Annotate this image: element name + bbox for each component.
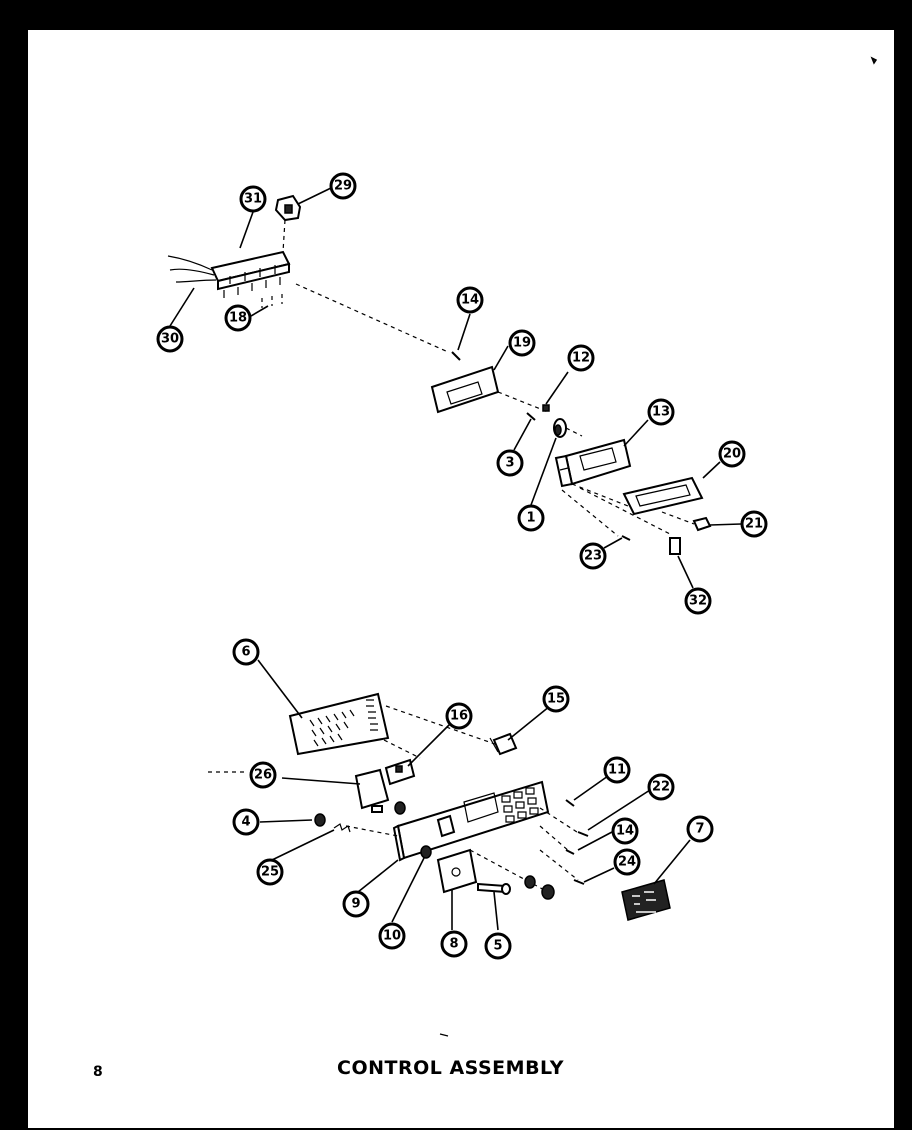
callout-25: 25 <box>256 858 284 886</box>
svg-text:30: 30 <box>161 332 179 347</box>
svg-text:32: 32 <box>689 594 707 609</box>
svg-text:7: 7 <box>695 822 704 837</box>
svg-text:25: 25 <box>261 865 279 880</box>
callout-22: 22 <box>647 773 675 801</box>
callout-13: 13 <box>647 398 675 426</box>
svg-text:14: 14 <box>616 824 634 839</box>
callout-9: 9 <box>342 890 370 918</box>
control-panel-part <box>392 780 550 862</box>
screw-part <box>451 351 461 361</box>
svg-text:19: 19 <box>513 336 531 351</box>
svg-text:29: 29 <box>334 179 352 194</box>
svg-text:1: 1 <box>526 511 535 526</box>
svg-text:8: 8 <box>449 937 458 952</box>
callout-5: 5 <box>484 932 512 960</box>
callout-20: 20 <box>718 440 746 468</box>
svg-text:12: 12 <box>572 351 590 366</box>
callout-30: 30 <box>156 325 184 353</box>
callout-26: 26 <box>249 761 277 789</box>
small-clip-part <box>692 516 712 532</box>
svg-text:4: 4 <box>241 815 250 830</box>
callout-14-lower: 14 <box>611 817 639 845</box>
screw-part <box>621 535 631 541</box>
callout-1: 1 <box>517 504 545 532</box>
svg-text:3: 3 <box>505 456 514 471</box>
svg-text:11: 11 <box>608 763 626 778</box>
callout-8: 8 <box>440 930 468 958</box>
svg-text:15: 15 <box>547 692 565 707</box>
svg-text:24: 24 <box>618 855 636 870</box>
svg-text:13: 13 <box>652 405 670 420</box>
insulator-part <box>669 537 681 555</box>
clip-part <box>274 194 302 222</box>
svg-text:26: 26 <box>254 768 272 783</box>
svg-text:21: 21 <box>745 517 763 532</box>
knob-part <box>314 813 326 827</box>
nut-part <box>541 884 555 900</box>
mounting-bracket-part <box>436 848 478 894</box>
callout-10: 10 <box>378 922 406 950</box>
callout-16: 16 <box>445 702 473 730</box>
wire-harness <box>167 255 217 283</box>
switch-part <box>354 768 406 815</box>
page-title: CONTROL ASSEMBLY <box>337 1057 564 1079</box>
callout-3: 3 <box>496 449 524 477</box>
svg-text:22: 22 <box>652 780 670 795</box>
svg-text:10: 10 <box>383 929 401 944</box>
svg-text:14: 14 <box>461 293 479 308</box>
svg-text:18: 18 <box>229 311 247 326</box>
svg-text:23: 23 <box>584 549 602 564</box>
callout-23: 23 <box>579 542 607 570</box>
spring-part <box>333 823 351 833</box>
callout-6: 6 <box>232 638 260 666</box>
svg-text:16: 16 <box>450 709 468 724</box>
circuit-board-part <box>288 692 390 756</box>
terminal-block-part <box>210 250 291 298</box>
callout-29: 29 <box>329 172 357 200</box>
callout-31: 31 <box>239 185 267 213</box>
callout-4: 4 <box>232 808 260 836</box>
callout-24: 24 <box>613 848 641 876</box>
callout-11: 11 <box>603 756 631 784</box>
label-plate-part <box>621 879 671 921</box>
screw-part <box>565 799 575 807</box>
svg-text:20: 20 <box>723 447 741 462</box>
screw-part <box>565 849 575 855</box>
callout-21: 21 <box>740 510 768 538</box>
svg-text:9: 9 <box>351 897 360 912</box>
callout-18: 18 <box>224 304 252 332</box>
shaft-part <box>477 882 511 895</box>
page-number: 8 <box>93 1064 103 1080</box>
callout-15: 15 <box>542 685 570 713</box>
callout-7: 7 <box>686 815 714 843</box>
tick-mark <box>439 1033 449 1037</box>
callout-32: 32 <box>684 587 712 615</box>
bezel-part <box>622 476 704 516</box>
corner-mark <box>870 56 878 65</box>
washer-part <box>524 875 536 889</box>
bolt-part <box>526 412 536 421</box>
svg-text:5: 5 <box>493 939 502 954</box>
knob-part <box>553 418 567 438</box>
callout-19: 19 <box>508 329 536 357</box>
housing-part <box>554 438 632 488</box>
svg-text:6: 6 <box>241 645 250 660</box>
connector-part <box>384 758 416 786</box>
bracket-part <box>430 365 500 414</box>
nut-part <box>542 404 550 412</box>
screw-part <box>573 879 585 885</box>
callout-14-upper: 14 <box>456 286 484 314</box>
svg-text:31: 31 <box>244 192 262 207</box>
callout-12: 12 <box>567 344 595 372</box>
screw-part <box>577 831 589 837</box>
